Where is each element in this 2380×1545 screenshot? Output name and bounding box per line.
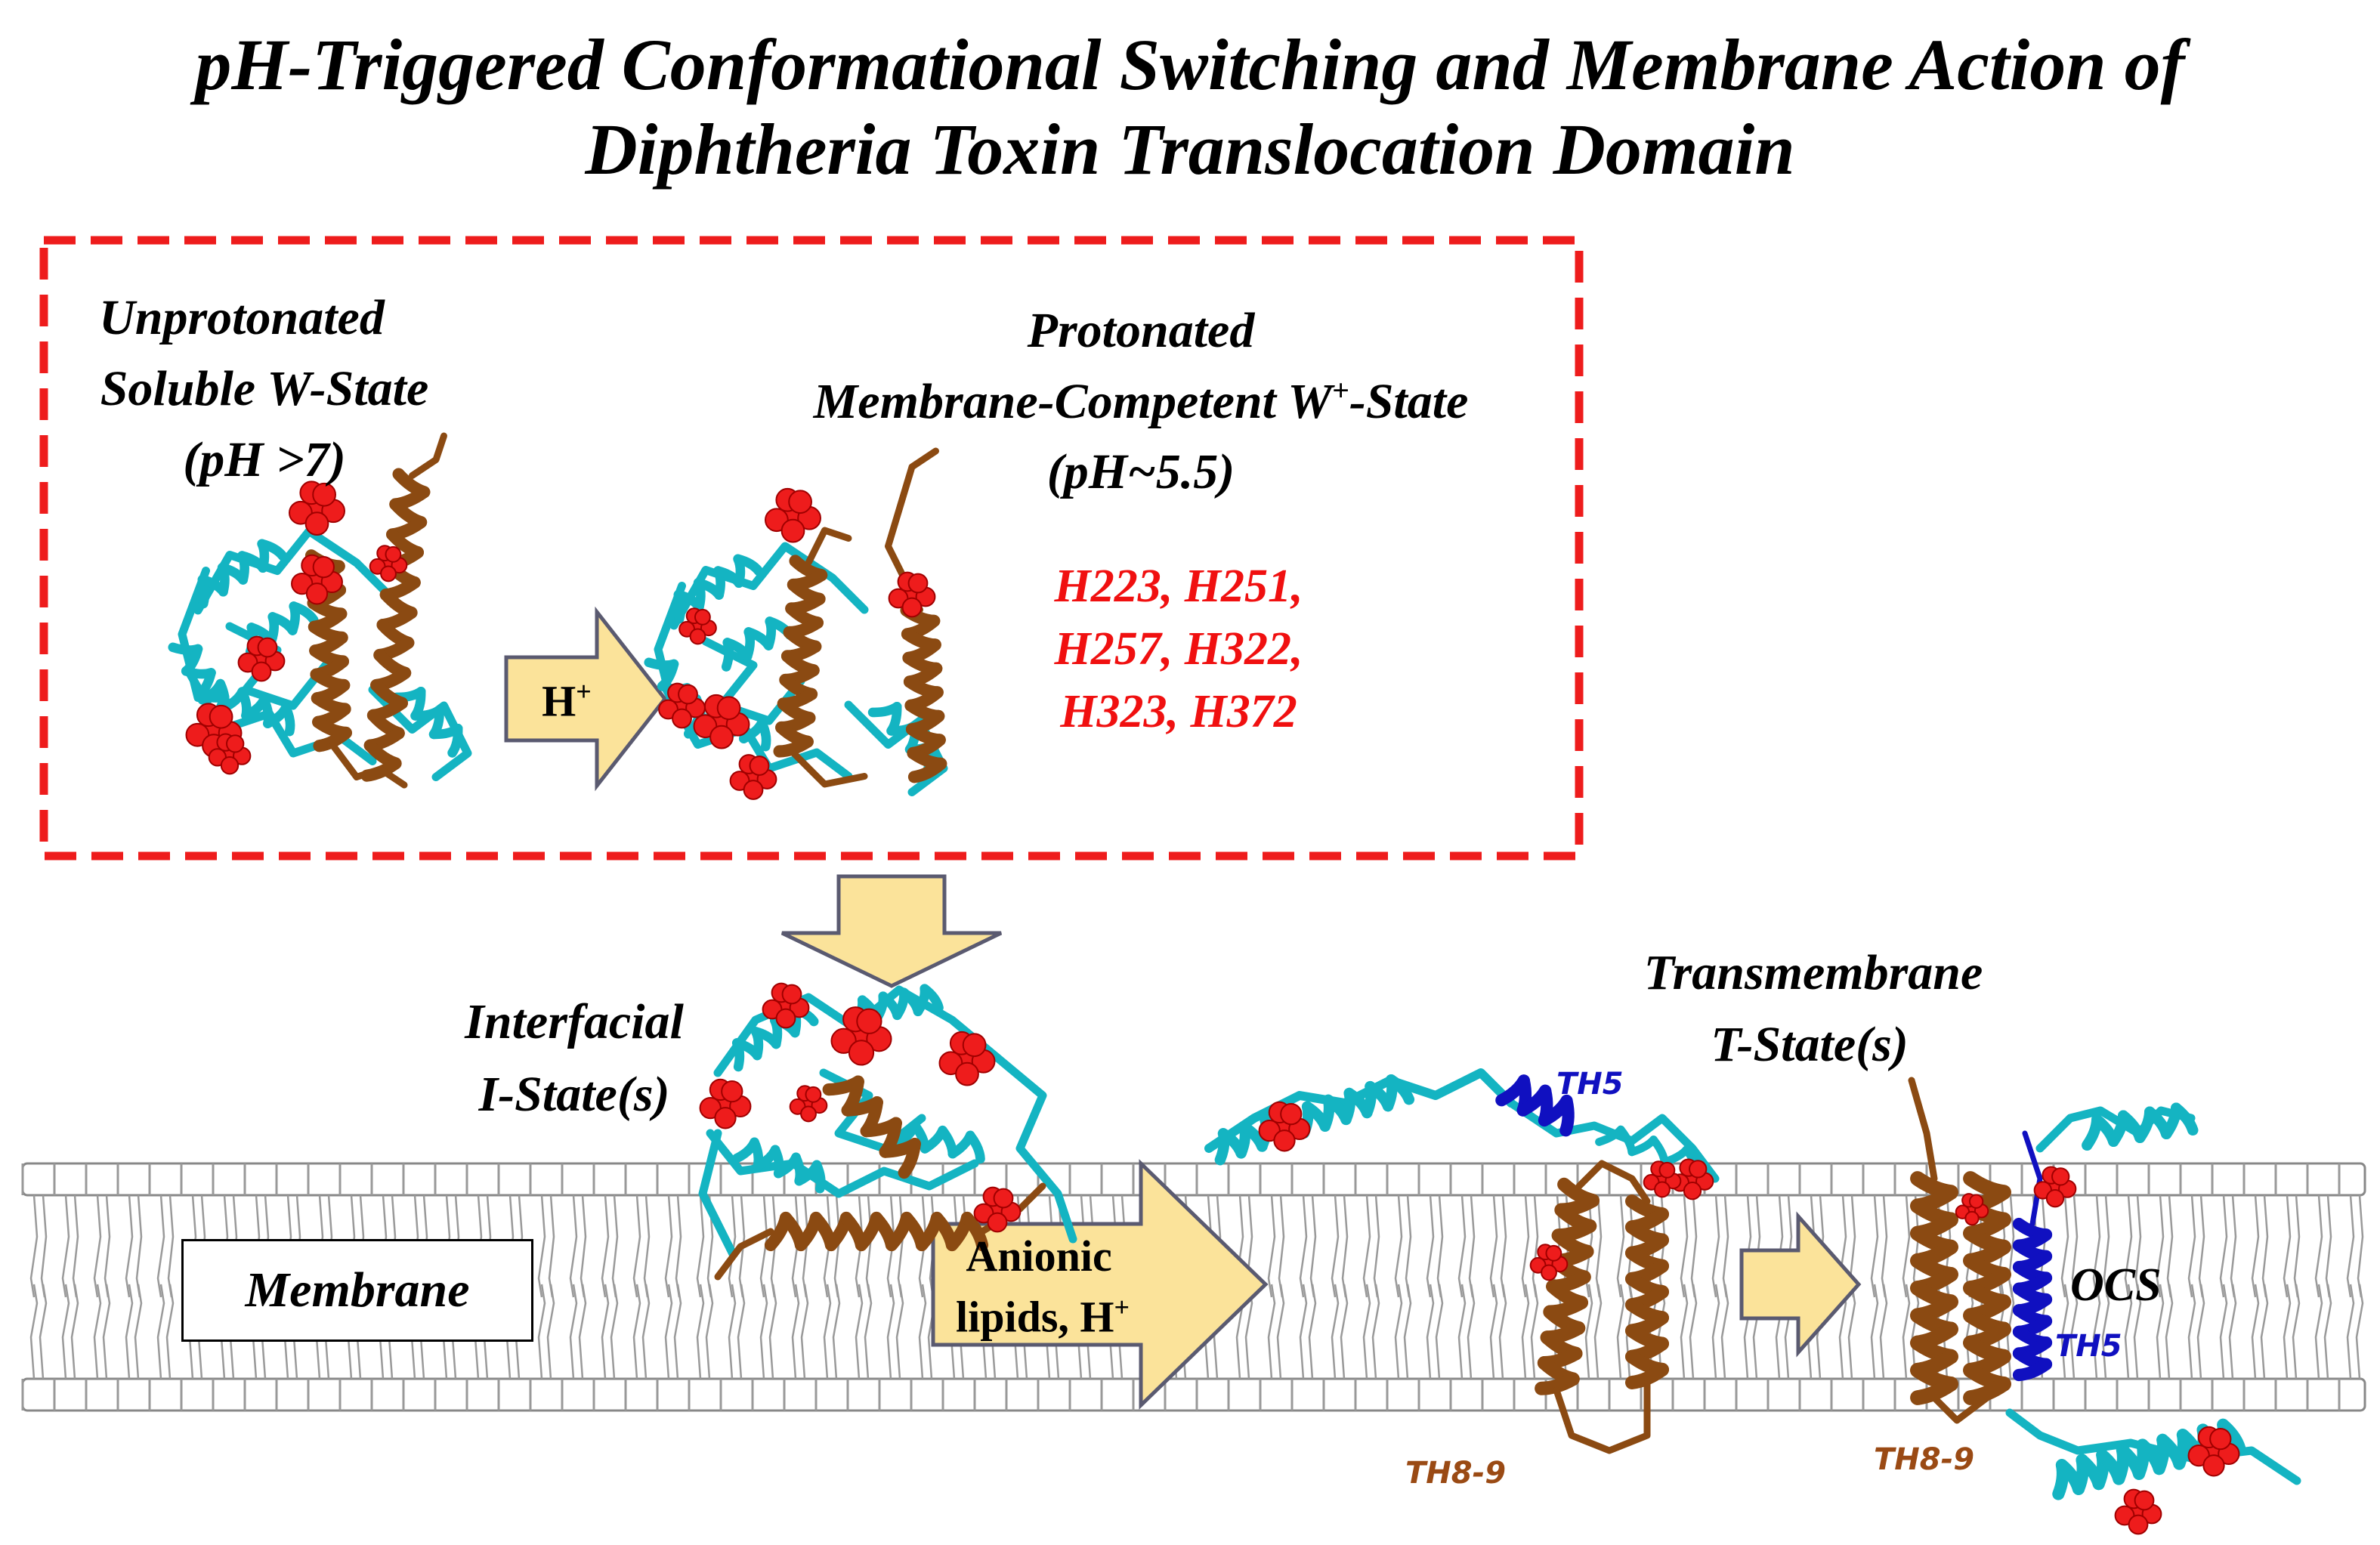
anionic-arrow-label-2: lipids, H+ bbox=[955, 1292, 1130, 1342]
i-state-label-1: Interfacial bbox=[465, 994, 684, 1049]
transition-arrow bbox=[1739, 1211, 1862, 1358]
transmembrane-t-state-protein bbox=[1908, 1077, 2301, 1535]
th5-tag-1: TH5 bbox=[1556, 1067, 1624, 1102]
t-state-label-1: Transmembrane bbox=[1643, 945, 1983, 1000]
w-state-label-1: Unprotonated bbox=[99, 290, 385, 345]
w-state-label-3: (pH >7) bbox=[183, 432, 346, 487]
protonation-arrow-label: H+ bbox=[542, 676, 592, 726]
down-arrow bbox=[780, 874, 1003, 988]
w-plus-state-label-3: (pH~5.5) bbox=[1046, 444, 1235, 499]
histidine-list-3: H323, H372 bbox=[1060, 686, 1297, 737]
extended-intermediate-protein bbox=[1204, 1068, 1720, 1454]
w-plus-state-protein bbox=[644, 447, 948, 800]
diagram-title-line-2: Diphtheria Toxin Translocation Domain bbox=[585, 109, 1795, 190]
protonation-arrow bbox=[504, 606, 668, 792]
histidine-list-2: H257, H322, bbox=[1054, 623, 1303, 675]
diagram-title-line-1: pH-Triggered Conformational Switching an… bbox=[195, 24, 2185, 105]
i-state-label-2: I-State(s) bbox=[478, 1067, 670, 1122]
anionic-lipids-arrow bbox=[931, 1159, 1269, 1410]
th8-9-tag-2: TH8-9 bbox=[1874, 1442, 1975, 1477]
t-state-label-2: T-State(s) bbox=[1711, 1017, 1909, 1072]
membrane-label: Membrane bbox=[181, 1239, 533, 1342]
w-state-panel-border bbox=[39, 236, 1584, 861]
lipid-membrane bbox=[21, 1162, 2366, 1412]
histidine-list-1: H223, H251, bbox=[1054, 561, 1303, 612]
th5-tag-2: TH5 bbox=[2055, 1329, 2122, 1364]
w-state-protein bbox=[168, 432, 472, 789]
i-state-protein bbox=[698, 982, 1077, 1281]
w-plus-state-label-1: Protonated bbox=[1027, 303, 1255, 358]
anionic-arrow-label-1: Anionic bbox=[966, 1231, 1112, 1281]
w-state-label-2: Soluble W-State bbox=[100, 361, 429, 416]
ocs-tag: OCS bbox=[2070, 1259, 2162, 1311]
w-plus-state-label-2: Membrane-Competent W+-State bbox=[813, 373, 1469, 429]
th8-9-tag-1: TH8-9 bbox=[1405, 1456, 1507, 1491]
